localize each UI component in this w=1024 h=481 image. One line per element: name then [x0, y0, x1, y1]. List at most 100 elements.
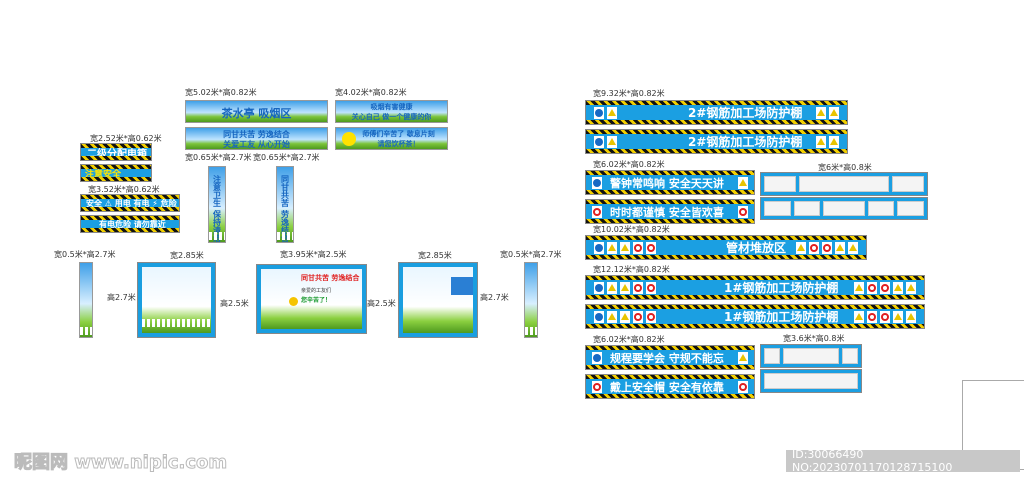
banner-text: 茶水亭 吸烟区: [221, 107, 292, 120]
banner-1-rebar-shed: 1#钢筋加工场防护棚: [585, 275, 925, 300]
sign-text: 有电危险 请勿靠近: [99, 219, 166, 229]
sign-text: 注意安全: [85, 169, 122, 180]
warning-sign-icon: [854, 310, 864, 323]
banner-text: 吸烟有害健康: [370, 103, 413, 111]
banner-wear-helmet: 戴上安全帽 安全有依靠: [585, 374, 755, 399]
dimension-label: 高2.5米: [220, 299, 249, 308]
warning-sign-icon: [607, 241, 617, 254]
prohibition-sign-icon: [880, 310, 890, 323]
dimension-label: 宽2.85米: [418, 251, 452, 260]
banner-2-rebar-shed: 2#钢筋加工场防护棚: [585, 129, 848, 154]
fence-decoration: [142, 319, 211, 327]
banner-text: 规程要学会 守规不能忘: [610, 351, 724, 365]
banner-learn-rules: 规程要学会 守规不能忘: [585, 345, 755, 370]
prohibition-sign-icon: [646, 241, 656, 254]
prohibition-sign-icon: [822, 241, 832, 254]
dimension-label: 高2.7米: [107, 293, 136, 302]
prohibition-sign-icon: [633, 241, 643, 254]
banner-text: 2#钢筋加工场防护棚: [688, 135, 803, 149]
sign-electric-safety: 安全 ⚠ 用电 有电 ⚡ 危险: [80, 194, 180, 212]
sign-attention-safety: 注意安全: [80, 164, 152, 182]
banner-tea-smoking-area: 茶水亭 吸烟区: [185, 100, 328, 123]
banner-pipe-storage: 管材堆放区: [585, 235, 867, 260]
banner-be-careful: 时时都谨慎 安全皆欢喜: [585, 199, 755, 224]
banner-text: 关爱工友 从心开始: [223, 140, 290, 149]
dimension-label: 宽5.02米*高0.82米: [185, 88, 257, 97]
dimension-label: 宽3.52米*高0.62米: [88, 185, 160, 194]
dimension-label: 宽6.02米*高0.82米: [593, 160, 665, 169]
sign-text: 安全 ⚠ 用电 有电 ⚡ 危险: [86, 198, 177, 208]
warning-sign-icon: [620, 310, 630, 323]
banner-text: 1#钢筋加工场防护棚: [724, 310, 839, 324]
banner-text: 同甘共苦 劳逸结合: [280, 175, 290, 242]
sign-text: 二级分配电箱: [87, 148, 147, 160]
banner-text: 同甘共苦 劳逸结合: [223, 130, 290, 139]
banner-text: 管材堆放区: [726, 241, 787, 255]
dimension-label: 宽3.95米*高2.5米: [280, 250, 347, 259]
smiley-icon: [342, 132, 356, 146]
mandatory-sign-icon: [594, 281, 604, 294]
mandatory-sign-icon: [592, 176, 602, 189]
warning-sign-icon: [796, 241, 806, 254]
warning-sign-icon: [607, 106, 617, 119]
warning-sign-icon: [848, 241, 858, 254]
panel-text: 您辛苦了！: [301, 297, 332, 304]
warning-sign-icon: [816, 135, 826, 148]
mandatory-sign-icon: [594, 135, 604, 148]
dimension-label: 宽12.12米*高0.82米: [593, 265, 670, 274]
warning-sign-icon: [906, 310, 916, 323]
dimension-label: 宽9.32米*高0.82米: [593, 89, 665, 98]
banner-text: 注意卫生 保持清洁: [212, 175, 222, 242]
warning-sign-icon: [816, 106, 826, 119]
prohibition-sign-icon: [592, 380, 602, 393]
dimension-label: 宽0.5米*高2.7米: [54, 250, 116, 259]
info-panel-left: [137, 262, 216, 338]
mandatory-sign-icon: [594, 241, 604, 254]
sign-electric-danger: 有电危险 请勿靠近: [80, 215, 180, 233]
fence-decoration: [277, 232, 293, 240]
banner-text: 请您饮杯茶！: [377, 140, 420, 148]
prohibition-sign-icon: [738, 205, 748, 218]
dimension-label: 宽6.02米*高0.82米: [593, 335, 665, 344]
prohibition-sign-icon: [809, 241, 819, 254]
fence-decoration: [80, 327, 92, 335]
banner-text: 时时都谨慎 安全皆欢喜: [610, 205, 724, 219]
warning-sign-icon: [607, 135, 617, 148]
notice-board: [760, 344, 862, 368]
banner-text: 关心自己 做一个健康的你: [351, 113, 432, 121]
dimension-label: 高2.7米: [480, 293, 509, 302]
prohibition-sign-icon: [646, 281, 656, 294]
watermark: 昵图网 www.nipic.com: [13, 452, 228, 474]
vertical-banner-right: [524, 262, 538, 338]
banner-teamwork: 同甘共苦 劳逸结合关爱工友 从心开始: [185, 127, 328, 150]
banner-text: 师傅们辛苦了 歇息片刻: [362, 130, 435, 138]
warning-sign-icon: [738, 176, 748, 189]
panel-image: [451, 277, 473, 295]
warning-sign-icon: [620, 281, 630, 294]
dimension-label: 宽2.52米*高0.62米: [90, 134, 162, 143]
sign-distribution-box: 二级分配电箱: [80, 143, 152, 161]
dimension-label: 宽6米*高0.8米: [818, 163, 872, 172]
banner-alarm-bell: 警钟常鸣响 安全天天讲: [585, 170, 755, 195]
prohibition-sign-icon: [867, 281, 877, 294]
mandatory-sign-icon: [594, 310, 604, 323]
prohibition-sign-icon: [880, 281, 890, 294]
warning-sign-icon: [893, 310, 903, 323]
warning-sign-icon: [607, 281, 617, 294]
warning-sign-icon: [829, 135, 839, 148]
mandatory-sign-icon: [594, 106, 604, 119]
prohibition-sign-icon: [633, 281, 643, 294]
warning-sign-icon: [620, 241, 630, 254]
dimension-label: 高2.5米: [367, 299, 396, 308]
panel-subtitle: 亲爱的工友们: [301, 288, 332, 294]
notice-board: [760, 172, 928, 196]
notice-board: [760, 369, 862, 393]
warning-sign-icon: [835, 241, 845, 254]
banner-smoking-harmful: 吸烟有害健康关心自己 做一个健康的你: [335, 100, 448, 123]
warning-sign-icon: [854, 281, 864, 294]
warning-sign-icon: [829, 106, 839, 119]
vertical-banner-hygiene: 注意卫生 保持清洁: [208, 166, 226, 243]
warning-sign-icon: [906, 281, 916, 294]
dimension-label: 宽2.85米: [170, 251, 204, 260]
prohibition-sign-icon: [867, 310, 877, 323]
